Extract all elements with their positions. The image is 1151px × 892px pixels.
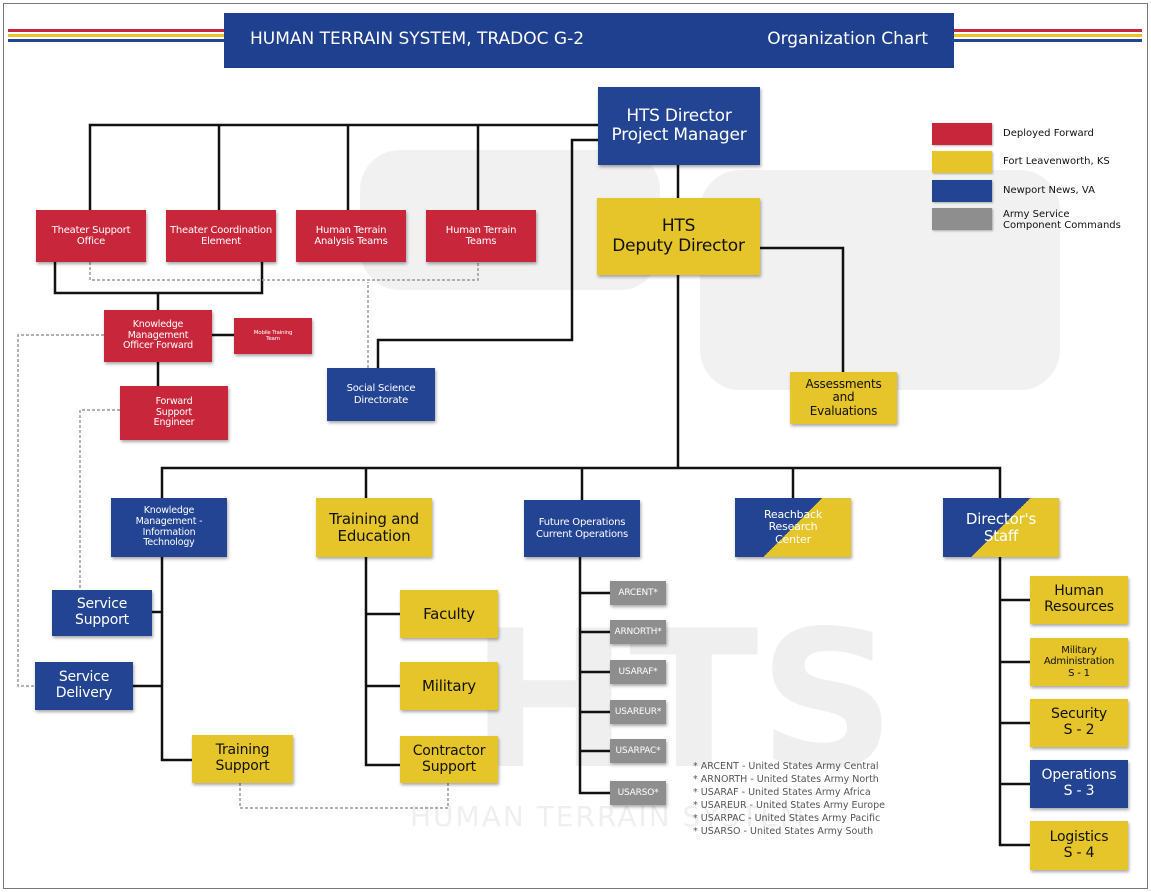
title-banner: HUMAN TERRAIN SYSTEM, TRADOC G-2 Organiz… <box>224 13 954 68</box>
km-officer-forward-box: Knowledge Management Officer Forward <box>104 310 212 362</box>
dashed-connector <box>89 262 479 281</box>
legend-swatch-ascc <box>932 208 992 230</box>
connector <box>364 557 400 767</box>
forward-support-engineer-box: Forward Support Engineer <box>120 386 228 440</box>
connector <box>53 262 264 295</box>
ascc-usarso-box: USARSO* <box>610 781 666 805</box>
connector <box>160 557 192 762</box>
ascc-usaraf-box: USARAF* <box>610 660 666 684</box>
dashed-connector <box>52 409 120 613</box>
legend-label-ascc: Army Service Component Commands <box>1003 209 1121 231</box>
connector <box>88 123 598 237</box>
future-current-operations-box: Future Operations Current Operations <box>524 500 640 557</box>
human-resources-box: Human Resources <box>1030 576 1128 624</box>
ascc-footnotes: * ARCENT - United States Army Central * … <box>693 760 885 838</box>
chart-subtitle: Organization Chart <box>767 29 928 49</box>
header-stripe-red-right <box>954 29 1142 32</box>
footnote: * USARPAC - United States Army Pacific <box>693 813 881 824</box>
header-stripe-blue-right <box>954 39 1142 42</box>
legend-label-deployed: Deployed Forward <box>1003 128 1094 139</box>
reachback-research-center-box: Reachback Research Center <box>735 498 851 557</box>
ascc-arcent-box: ARCENT* <box>610 581 666 605</box>
contractor-support-box: Contractor Support <box>400 736 498 783</box>
connector <box>578 557 610 795</box>
dashed-connector <box>239 783 449 809</box>
header-stripe-yellow <box>8 34 224 37</box>
footnote: * USARAF - United States Army Africa <box>693 787 871 798</box>
legend-swatch-newport <box>932 180 992 202</box>
connector <box>760 246 845 372</box>
theater-support-office-box: Theater Support Office <box>36 210 146 262</box>
training-education-box: Training and Education <box>316 498 432 557</box>
faculty-box: Faculty <box>400 590 498 638</box>
dashed-connector <box>17 334 104 687</box>
human-terrain-teams-box: Human Terrain Teams <box>426 210 536 262</box>
service-delivery-box: Service Delivery <box>35 662 133 710</box>
deputy-director-box: HTS Deputy Director <box>597 198 760 275</box>
connector <box>998 557 1030 847</box>
assessments-evaluations-box: Assessments and Evaluations <box>790 372 897 424</box>
mobile-training-team-box: Mobile Training Team <box>234 318 312 354</box>
footnote: * ARCENT - United States Army Central <box>693 761 879 772</box>
military-box: Military <box>400 662 498 710</box>
legend-label-newport: Newport News, VA <box>1003 185 1095 196</box>
ascc-arnorth-box: ARNORTH* <box>610 620 666 644</box>
footnote: * ARNORTH - United States Army North <box>693 774 879 785</box>
km-information-technology-box: Knowledge Management - Information Techn… <box>111 498 227 557</box>
operations-box: Operations S - 3 <box>1030 760 1128 808</box>
ascc-usareur-box: USAREUR* <box>610 700 666 724</box>
security-box: Security S - 2 <box>1030 699 1128 747</box>
hts-logo-watermark: HTS <box>470 590 896 811</box>
directors-staff-box: Director's Staff <box>943 498 1059 557</box>
header-stripe-red <box>8 29 224 32</box>
chart-title: HUMAN TERRAIN SYSTEM, TRADOC G-2 <box>250 29 585 49</box>
human-terrain-analysis-teams-box: Human Terrain Analysis Teams <box>296 210 406 262</box>
service-support-box: Service Support <box>52 590 152 636</box>
legend-swatch-deployed <box>932 123 992 145</box>
logistics-box: Logistics S - 4 <box>1030 821 1128 870</box>
footnote: * USARSO - United States Army South <box>693 826 874 837</box>
hts-director-box: HTS Director Project Manager <box>598 87 760 165</box>
social-science-directorate-box: Social Science Directorate <box>327 368 435 421</box>
chart-frame <box>3 3 1148 889</box>
connector <box>376 138 598 368</box>
military-administration-box: Military Administration S - 1 <box>1030 638 1128 686</box>
theater-coordination-element-box: Theater Coordination Element <box>166 210 276 262</box>
header-stripe-yellow-right <box>954 34 1142 37</box>
ascc-usarpac-box: USARPAC* <box>610 739 666 763</box>
watermark-text: HUMAN TERRAIN SYSTEM <box>410 800 807 833</box>
header-stripe-blue <box>8 39 224 42</box>
world-map-watermark-east <box>700 170 1060 390</box>
training-support-box: Training Support <box>192 735 293 783</box>
footnote: * USAREUR - United States Army Europe <box>693 800 885 811</box>
legend-label-leavenworth: Fort Leavenworth, KS <box>1003 156 1110 167</box>
legend-swatch-leavenworth <box>932 151 992 173</box>
